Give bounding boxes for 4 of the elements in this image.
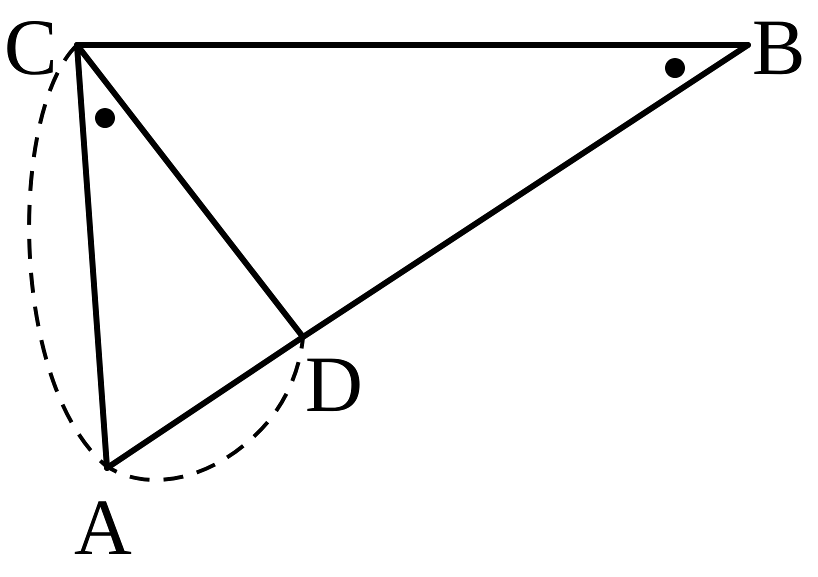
point-label: A	[74, 488, 132, 568]
point-label: C	[4, 8, 58, 88]
point-label: D	[305, 345, 363, 425]
point-label: B	[752, 8, 806, 88]
